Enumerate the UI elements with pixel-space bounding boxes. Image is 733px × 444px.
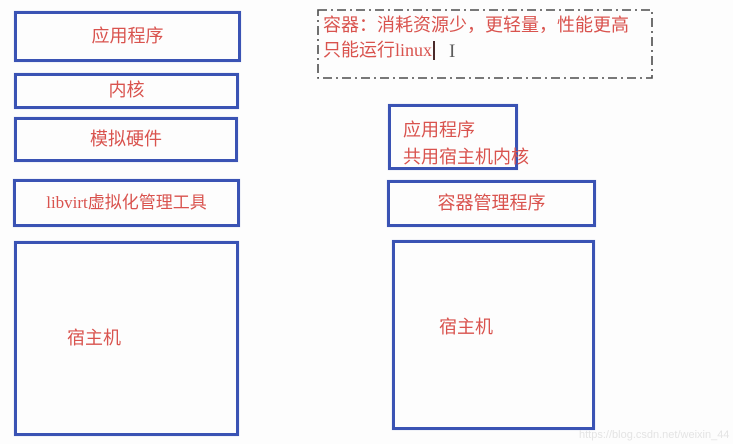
container-note-text: 容器：消耗资源少，更轻量，性能更高 只能运行linux (323, 13, 629, 63)
left-libvirt-label: libvirt虚拟化管理工具 (46, 192, 207, 212)
right-application-line2: 共用宿主机内核 (403, 147, 529, 167)
container-note-line1: 容器：消耗资源少，更轻量，性能更高 (323, 15, 629, 35)
shape-left-application-box[interactable]: 应用程序 (14, 11, 241, 62)
shape-left-kernel-box[interactable]: 内核 (14, 73, 239, 109)
right-application-line1: 应用程序 (403, 120, 475, 140)
container-note-textbox[interactable]: 容器：消耗资源少，更轻量，性能更高 只能运行linux (317, 9, 653, 79)
shape-right-application-box[interactable]: 应用程序 共用宿主机内核 (388, 104, 529, 170)
csdn-watermark: https://blog.csdn.net/weixin_44 (579, 429, 730, 441)
container-note-line2: 只能运行linux (323, 38, 629, 63)
ibeam-cursor-icon: I (449, 41, 456, 62)
left-kernel-label: 内核 (108, 80, 145, 101)
shape-left-libvirt-box[interactable]: libvirt虚拟化管理工具 (13, 179, 240, 227)
left-host-label: 宿主机 (67, 327, 121, 348)
text-caret (433, 41, 436, 60)
right-host-label: 宿主机 (439, 317, 493, 338)
shape-left-simulated-hardware-box[interactable]: 模拟硬件 (14, 117, 238, 162)
shape-container-manager-box[interactable]: 容器管理程序 (387, 180, 596, 227)
shape-right-host-box[interactable]: 宿主机 (392, 240, 595, 430)
left-application-label: 应用程序 (91, 25, 164, 46)
dashed-selection-border (317, 9, 653, 79)
left-simulated-hardware-label: 模拟硬件 (90, 128, 162, 149)
right-application-label: 应用程序 共用宿主机内核 (403, 117, 529, 171)
shape-left-host-box[interactable]: 宿主机 (14, 241, 239, 436)
container-manager-label: 容器管理程序 (437, 192, 546, 213)
